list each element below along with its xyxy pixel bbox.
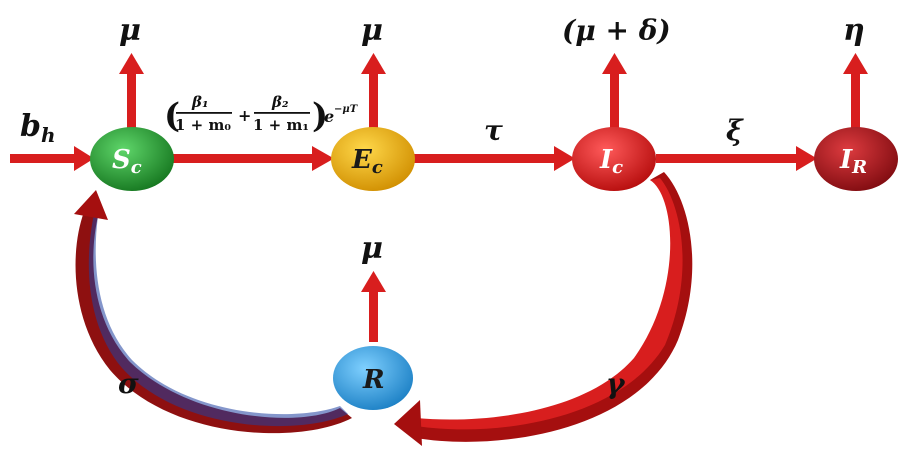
node-i: Ic — [572, 127, 656, 191]
svg-text:β₁: β₁ — [191, 93, 209, 111]
svg-text:(: ( — [164, 96, 180, 136]
node-e: Ec — [331, 127, 415, 191]
arrow-death-i — [602, 53, 627, 128]
label-mu-e: μ — [361, 13, 383, 48]
svg-text:+: + — [238, 106, 251, 125]
arrow-death-s — [119, 53, 144, 128]
arrow-i-to-ir — [656, 146, 817, 171]
arrow-death-ir — [843, 53, 868, 128]
arrow-s-to-e — [172, 146, 334, 171]
node-s: Sc — [90, 127, 174, 191]
label-inflow: bh — [20, 109, 56, 147]
node-r: R — [333, 346, 413, 410]
svg-text:β₂: β₂ — [271, 93, 289, 111]
label-mu-s: μ — [119, 13, 141, 48]
label-xi: ξ — [726, 114, 744, 147]
svg-text:1 + m₀: 1 + m₀ — [175, 116, 231, 134]
label-mu-r: μ — [361, 231, 383, 266]
svg-text:R: R — [362, 365, 385, 395]
svg-text:−μT: −μT — [334, 104, 359, 115]
label-gamma: γ — [606, 367, 626, 400]
svg-text:Ic: Ic — [599, 145, 623, 178]
svg-text:): ) — [312, 96, 328, 136]
svg-text:IR: IR — [839, 145, 867, 178]
arrow-death-e — [361, 53, 386, 128]
arrow-inflow — [10, 146, 94, 171]
svg-text:Ec: Ec — [351, 145, 383, 178]
svg-text:1 + m₁: 1 + m₁ — [253, 116, 309, 134]
force-of-infection-formula: ( β₁ 1 + m₀ + β₂ 1 + m₁ ) e −μT — [164, 93, 359, 136]
arrow-r-to-s — [74, 190, 352, 434]
svg-text:Sc: Sc — [112, 145, 142, 178]
label-eta: η — [843, 13, 865, 48]
label-sigma: σ — [118, 367, 139, 400]
arrow-i-to-r — [394, 172, 693, 446]
arrow-death-r — [361, 271, 386, 342]
node-ir: IR — [814, 127, 898, 191]
svg-text:e: e — [324, 107, 334, 126]
label-tau: τ — [484, 114, 503, 147]
arrow-e-to-i — [414, 146, 575, 171]
label-mu-delta: (μ + δ) — [562, 14, 671, 47]
